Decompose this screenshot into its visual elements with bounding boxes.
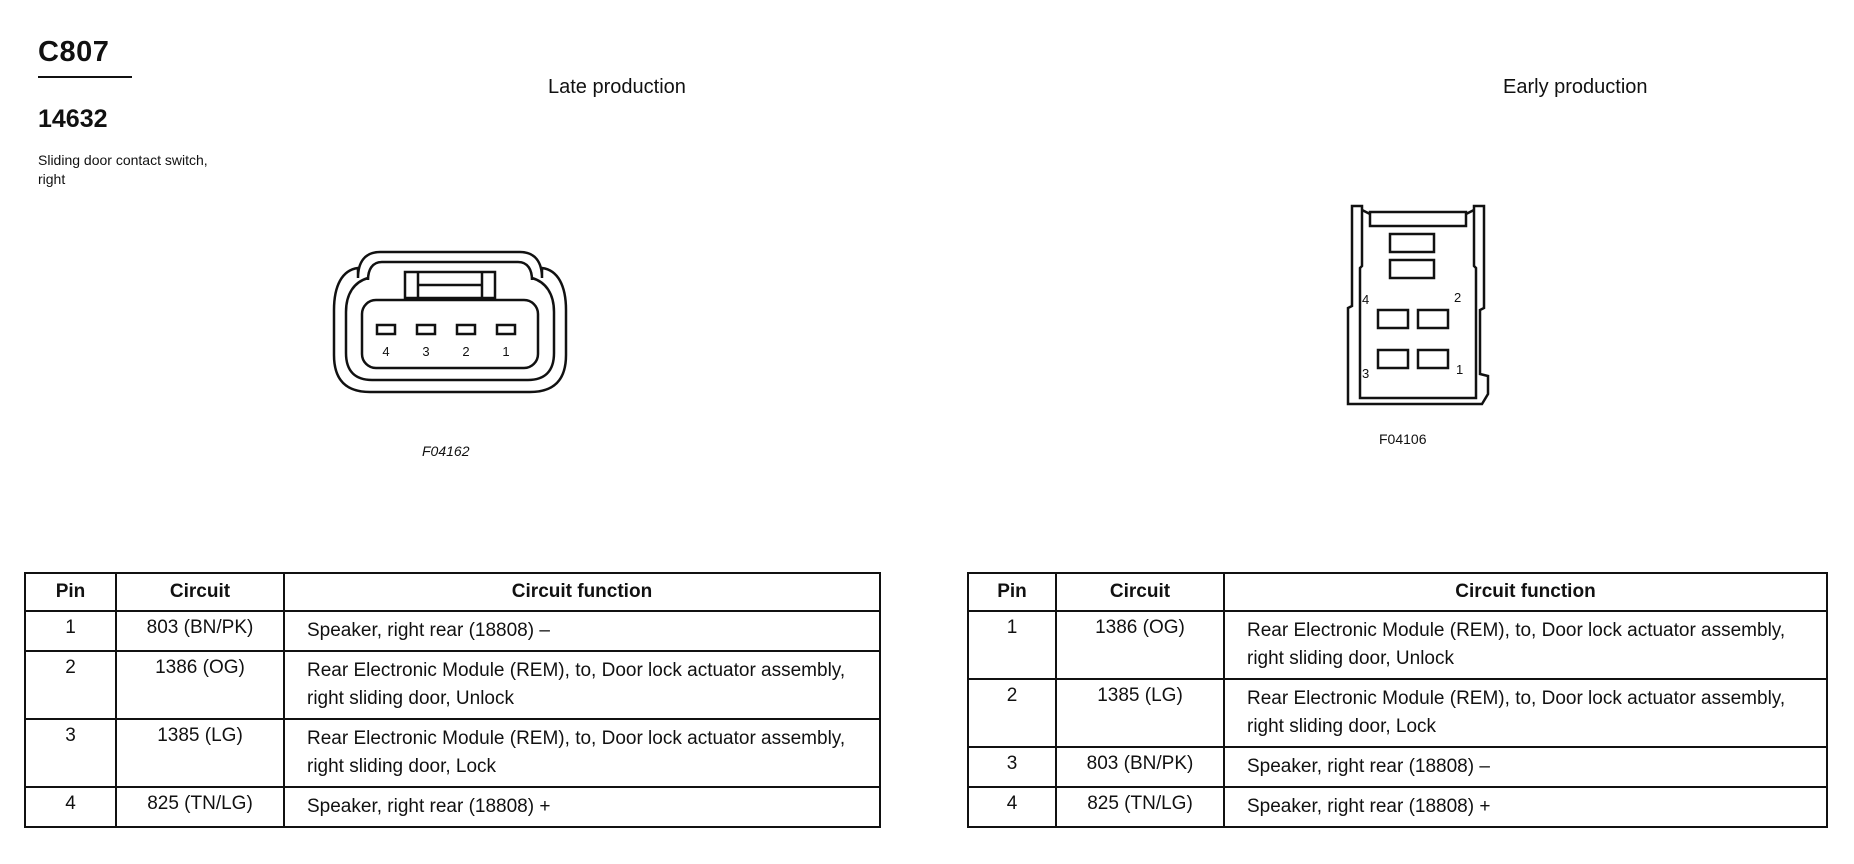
- connector-id-underline: [38, 76, 132, 78]
- function-cell: Speaker, right rear (18808) –: [1223, 746, 1828, 788]
- early-connector-slot: [1388, 232, 1436, 254]
- late-connector-lock-tab: [403, 270, 497, 300]
- early-pin-1: [1416, 348, 1450, 370]
- circuit-cell: 1385 (LG): [1055, 678, 1225, 748]
- early-pin-table: Pin Circuit Circuit function 1 1386 (OG)…: [967, 572, 1828, 828]
- circuit-cell: 1385 (LG): [115, 718, 285, 788]
- pin-cell: 3: [967, 746, 1057, 788]
- column-header-pin: Pin: [24, 572, 117, 612]
- early-pin-label: 3: [1362, 366, 1369, 381]
- late-connector-diagram: 4 3 2 1: [332, 250, 568, 394]
- column-header-function: Circuit function: [1223, 572, 1828, 612]
- function-cell: Rear Electronic Module (REM), to, Door l…: [283, 650, 881, 720]
- early-connector-housing: [1346, 204, 1490, 406]
- function-cell: Speaker, right rear (18808) +: [1223, 786, 1828, 828]
- late-pin-2: [455, 323, 477, 336]
- late-pin-1: [495, 323, 517, 336]
- table-row: 1 1386 (OG) Rear Electronic Module (REM)…: [967, 610, 1828, 680]
- connector-id: C807: [38, 36, 110, 68]
- circuit-cell: 803 (BN/PK): [115, 610, 285, 652]
- circuit-cell: 825 (TN/LG): [1055, 786, 1225, 828]
- late-pin-table: Pin Circuit Circuit function 1 803 (BN/P…: [24, 572, 881, 828]
- late-pin-label: 3: [422, 344, 429, 359]
- late-pin-4: [375, 323, 397, 336]
- pin-cell: 1: [967, 610, 1057, 680]
- table-row: 4 825 (TN/LG) Speaker, right rear (18808…: [24, 786, 881, 828]
- table-row: 2 1385 (LG) Rear Electronic Module (REM)…: [967, 678, 1828, 748]
- column-header-circuit: Circuit: [1055, 572, 1225, 612]
- table-header-row: Pin Circuit Circuit function: [24, 572, 881, 612]
- late-pin-label: 1: [502, 344, 509, 359]
- late-pin-label: 4: [382, 344, 389, 359]
- pin-cell: 2: [967, 678, 1057, 748]
- early-pin-label: 4: [1362, 292, 1369, 307]
- pin-cell: 1: [24, 610, 117, 652]
- early-connector-latch: [1368, 210, 1468, 228]
- pin-cell: 4: [967, 786, 1057, 828]
- late-pin-3: [415, 323, 437, 336]
- late-connector-pin-cavity: [360, 298, 540, 370]
- late-pin-label: 2: [462, 344, 469, 359]
- column-header-circuit: Circuit: [115, 572, 285, 612]
- table-header-row: Pin Circuit Circuit function: [967, 572, 1828, 612]
- late-connector-outer-shell: [332, 250, 568, 394]
- early-pin-3: [1376, 348, 1410, 370]
- pin-cell: 2: [24, 650, 117, 720]
- table-row: 3 803 (BN/PK) Speaker, right rear (18808…: [967, 746, 1828, 788]
- circuit-cell: 1386 (OG): [115, 650, 285, 720]
- early-figure-code: F04106: [1379, 431, 1427, 447]
- table-row: 2 1386 (OG) Rear Electronic Module (REM)…: [24, 650, 881, 720]
- column-header-pin: Pin: [967, 572, 1057, 612]
- function-cell: Rear Electronic Module (REM), to, Door l…: [1223, 678, 1828, 748]
- early-production-heading: Early production: [1503, 76, 1648, 98]
- circuit-cell: 1386 (OG): [1055, 610, 1225, 680]
- early-pin-4: [1376, 308, 1410, 330]
- table-row: 1 803 (BN/PK) Speaker, right rear (18808…: [24, 610, 881, 652]
- column-header-function: Circuit function: [283, 572, 881, 612]
- function-cell: Speaker, right rear (18808) –: [283, 610, 881, 652]
- connector-description: Sliding door contact switch, right: [38, 152, 208, 187]
- late-connector-inner-shell: [344, 260, 556, 382]
- function-cell: Rear Electronic Module (REM), to, Door l…: [1223, 610, 1828, 680]
- early-pin-label: 1: [1456, 362, 1463, 377]
- pin-cell: 4: [24, 786, 117, 828]
- late-figure-code: F04162: [422, 443, 470, 459]
- function-cell: Rear Electronic Module (REM), to, Door l…: [283, 718, 881, 788]
- function-cell: Speaker, right rear (18808) +: [283, 786, 881, 828]
- part-number: 14632: [38, 105, 108, 133]
- early-connector-slot: [1388, 258, 1436, 280]
- circuit-cell: 825 (TN/LG): [115, 786, 285, 828]
- table-row: 3 1385 (LG) Rear Electronic Module (REM)…: [24, 718, 881, 788]
- table-row: 4 825 (TN/LG) Speaker, right rear (18808…: [967, 786, 1828, 828]
- early-pin-2: [1416, 308, 1450, 330]
- circuit-cell: 803 (BN/PK): [1055, 746, 1225, 788]
- late-production-heading: Late production: [548, 76, 686, 98]
- early-pin-label: 2: [1454, 290, 1461, 305]
- early-connector-diagram: 4 2 3 1: [1346, 204, 1490, 406]
- pin-cell: 3: [24, 718, 117, 788]
